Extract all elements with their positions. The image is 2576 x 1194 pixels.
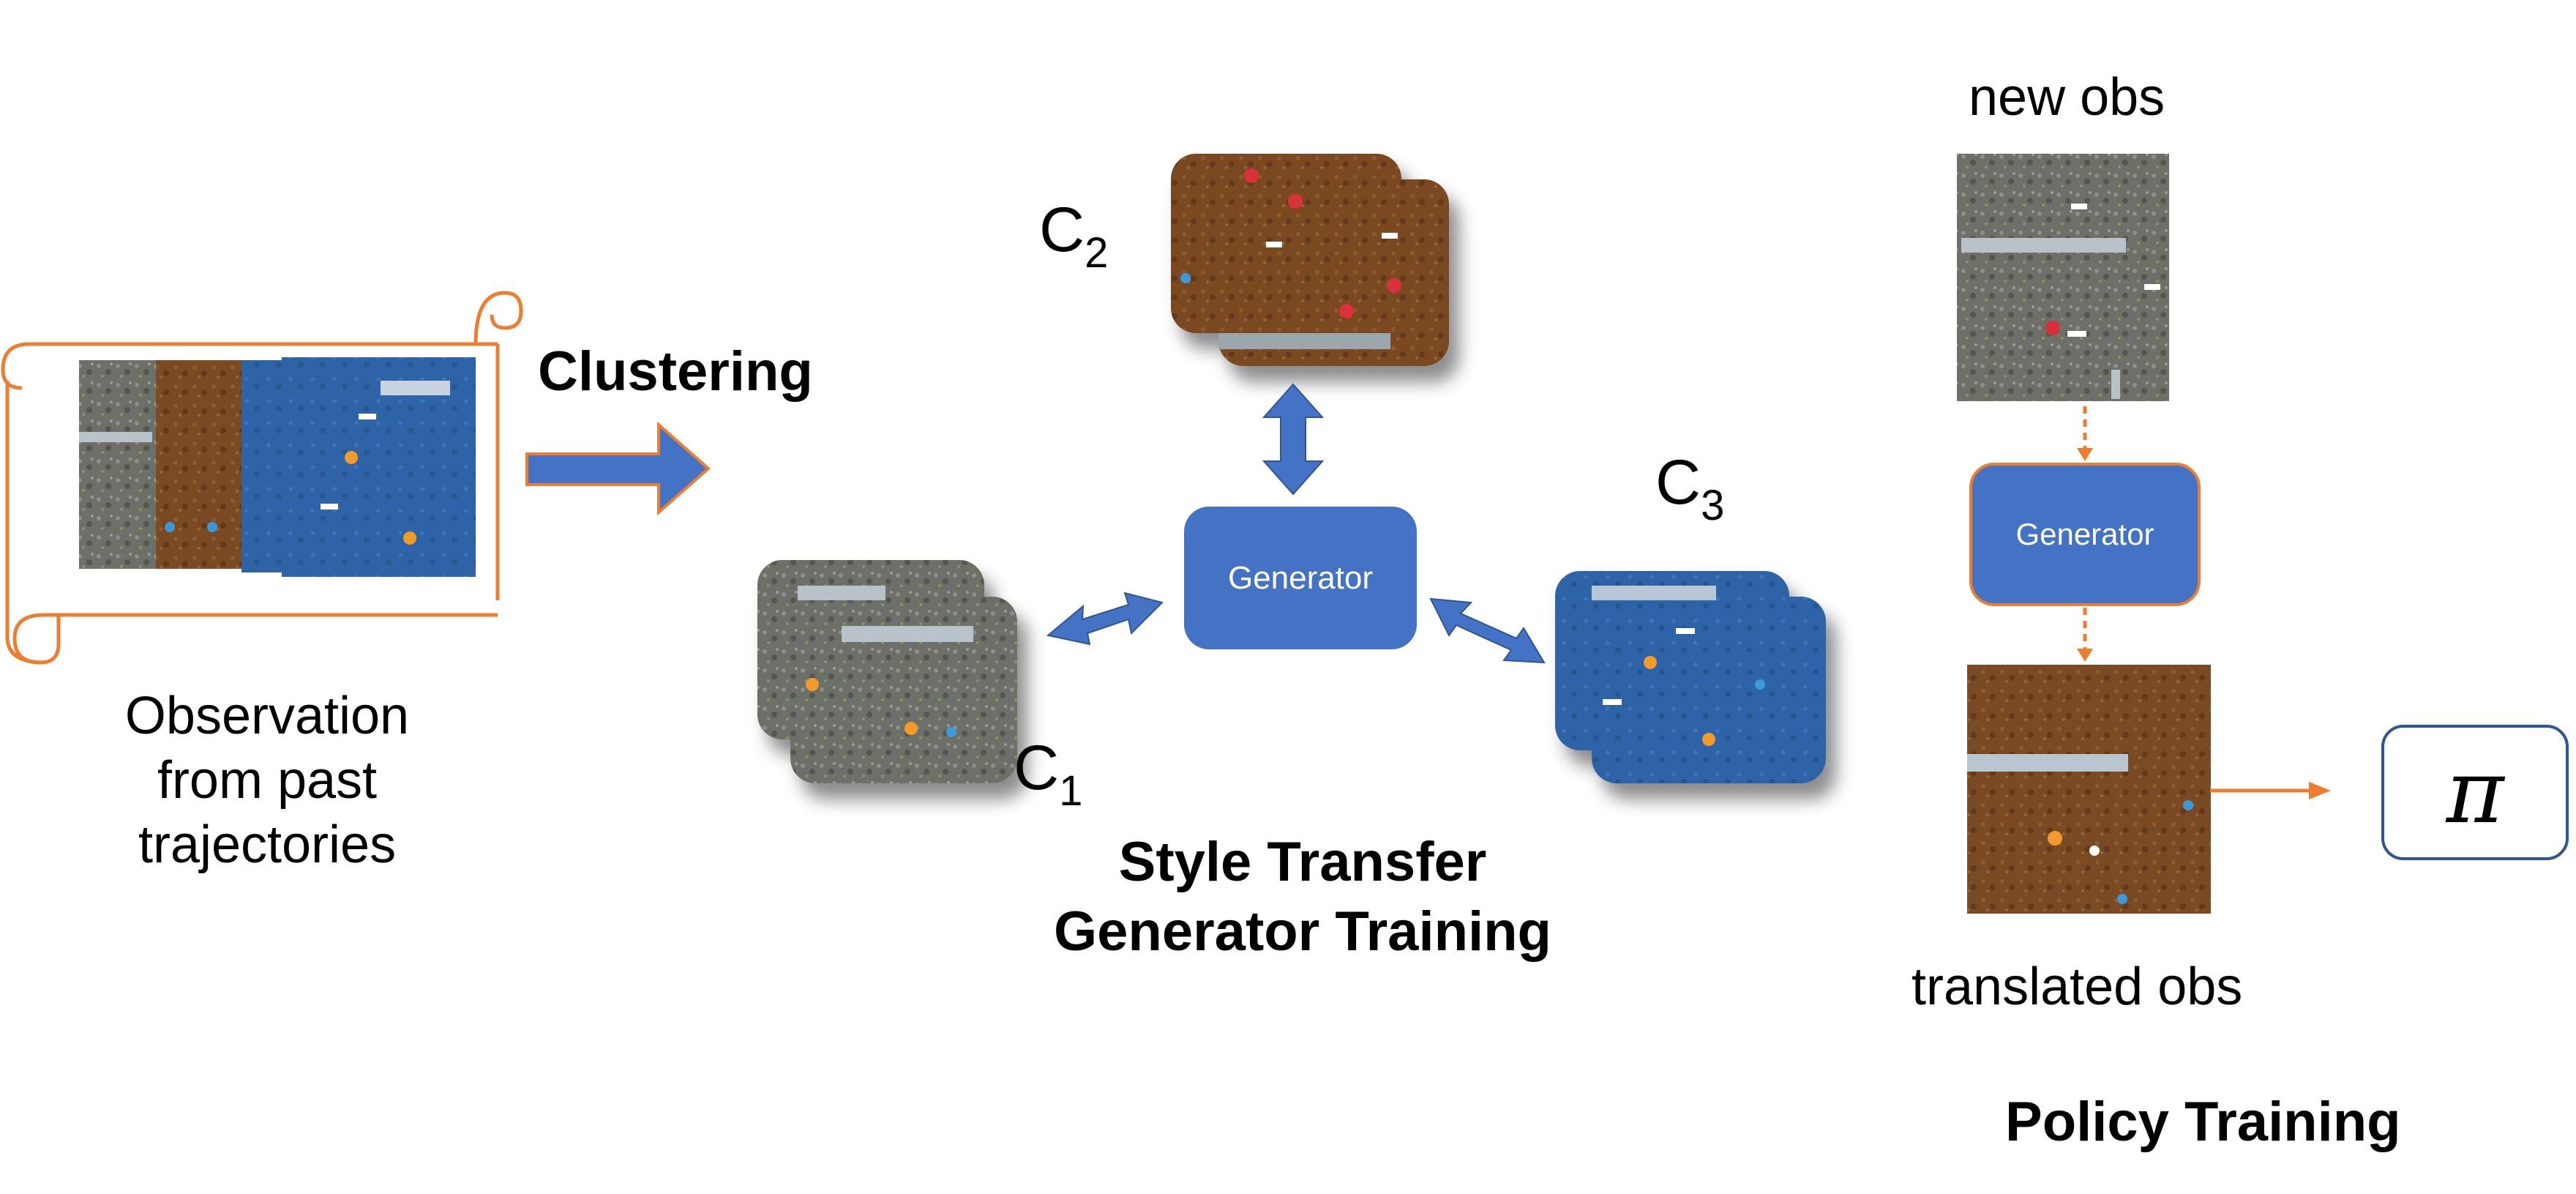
- observation-line-3: trajectories: [138, 815, 397, 874]
- translated-obs-tile: [1967, 665, 2211, 914]
- c3-generator-arrow: [1429, 597, 1546, 664]
- observation-line-2: from past: [157, 750, 378, 810]
- c3-base: C: [1655, 447, 1701, 518]
- translated-obs-label: translated obs: [1912, 958, 2243, 1016]
- policy-dotted-arrows: [2077, 406, 2093, 662]
- style-transfer-line-2: Generator Training: [1054, 900, 1551, 963]
- generator-box-policy: Generator: [1969, 463, 2201, 606]
- clustering-arrow: [525, 421, 711, 516]
- c2-style-tiles: [1171, 154, 1449, 366]
- observation-line-1: Observation: [124, 687, 410, 745]
- c2-sub: 2: [1085, 229, 1109, 277]
- policy-training-label: Policy Training: [2005, 1091, 2401, 1153]
- pi-symbol: π: [2446, 742, 2504, 843]
- c2-label: C2: [1039, 194, 1108, 277]
- generator-box-center: Generator: [1184, 507, 1417, 649]
- c1-style-tiles: [757, 560, 1017, 783]
- c2-base: C: [1039, 195, 1085, 265]
- observation-label: Observation from past trajectories: [77, 684, 457, 877]
- c1-label: C1: [1014, 732, 1082, 815]
- policy-pi-box: π: [2381, 725, 2569, 860]
- c1-sub: 1: [1059, 767, 1083, 815]
- style-transfer-label: Style Transfer Generator Training: [1010, 827, 1595, 966]
- style-transfer-line-1: Style Transfer: [1118, 831, 1487, 893]
- policy-arrow: [2210, 782, 2331, 799]
- c1-generator-arrow: [1046, 592, 1164, 646]
- new-obs-tile: [1957, 154, 2169, 401]
- scroll-icon: [1, 291, 523, 665]
- c2-generator-arrow: [1262, 383, 1325, 496]
- c1-base: C: [1014, 733, 1060, 803]
- c3-style-tiles: [1555, 571, 1826, 783]
- clustering-label: Clustering: [538, 340, 813, 403]
- c3-sub: 3: [1701, 482, 1725, 529]
- observation-stack: [79, 357, 476, 577]
- new-obs-label: new obs: [1969, 68, 2165, 127]
- c3-label: C3: [1655, 447, 1724, 529]
